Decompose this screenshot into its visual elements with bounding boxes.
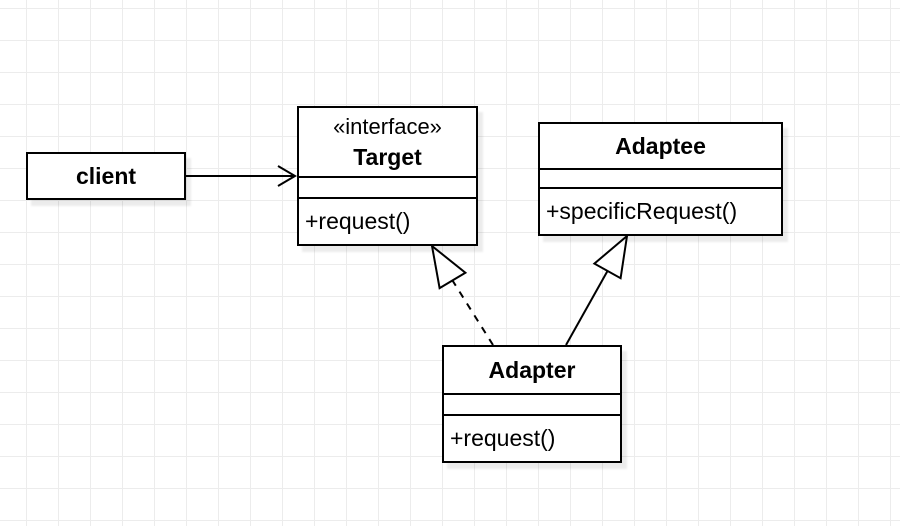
realization-line[interactable] <box>451 279 494 346</box>
target-title-compartment: «interface» Target <box>299 108 476 178</box>
class-box-adaptee[interactable]: Adaptee +specificRequest() <box>538 122 783 236</box>
adapter-attributes-compartment <box>444 395 620 416</box>
class-name-target: Target <box>353 144 422 170</box>
target-stereotype: «interface» <box>333 114 442 139</box>
class-name-adaptee: Adaptee <box>615 133 706 159</box>
realization-adapter-to-target[interactable] <box>430 243 494 346</box>
hollow-triangle-arrowhead-icon <box>430 243 468 290</box>
class-box-client[interactable]: client <box>26 152 186 200</box>
adaptee-attributes-compartment <box>540 170 781 189</box>
adaptee-method-specific-request: +specificRequest() <box>546 198 738 224</box>
generalization-adapter-to-adaptee[interactable] <box>565 233 629 346</box>
class-box-adapter[interactable]: Adapter +request() <box>442 345 622 463</box>
class-name-client: client <box>75 163 137 189</box>
adapter-title-compartment: Adapter <box>444 347 620 395</box>
target-method-request: +request() <box>305 208 411 234</box>
adaptee-title-compartment: Adaptee <box>540 124 781 170</box>
adapter-method-request: +request() <box>450 425 556 451</box>
class-name-adapter: Adapter <box>488 357 576 383</box>
generalization-line[interactable] <box>565 270 609 346</box>
hollow-triangle-arrowhead-icon <box>592 233 629 280</box>
target-attributes-compartment <box>299 178 476 199</box>
association-client-to-target[interactable] <box>186 165 297 187</box>
class-box-target[interactable]: «interface» Target +request() <box>297 106 478 246</box>
open-arrowhead-icon <box>277 165 297 187</box>
